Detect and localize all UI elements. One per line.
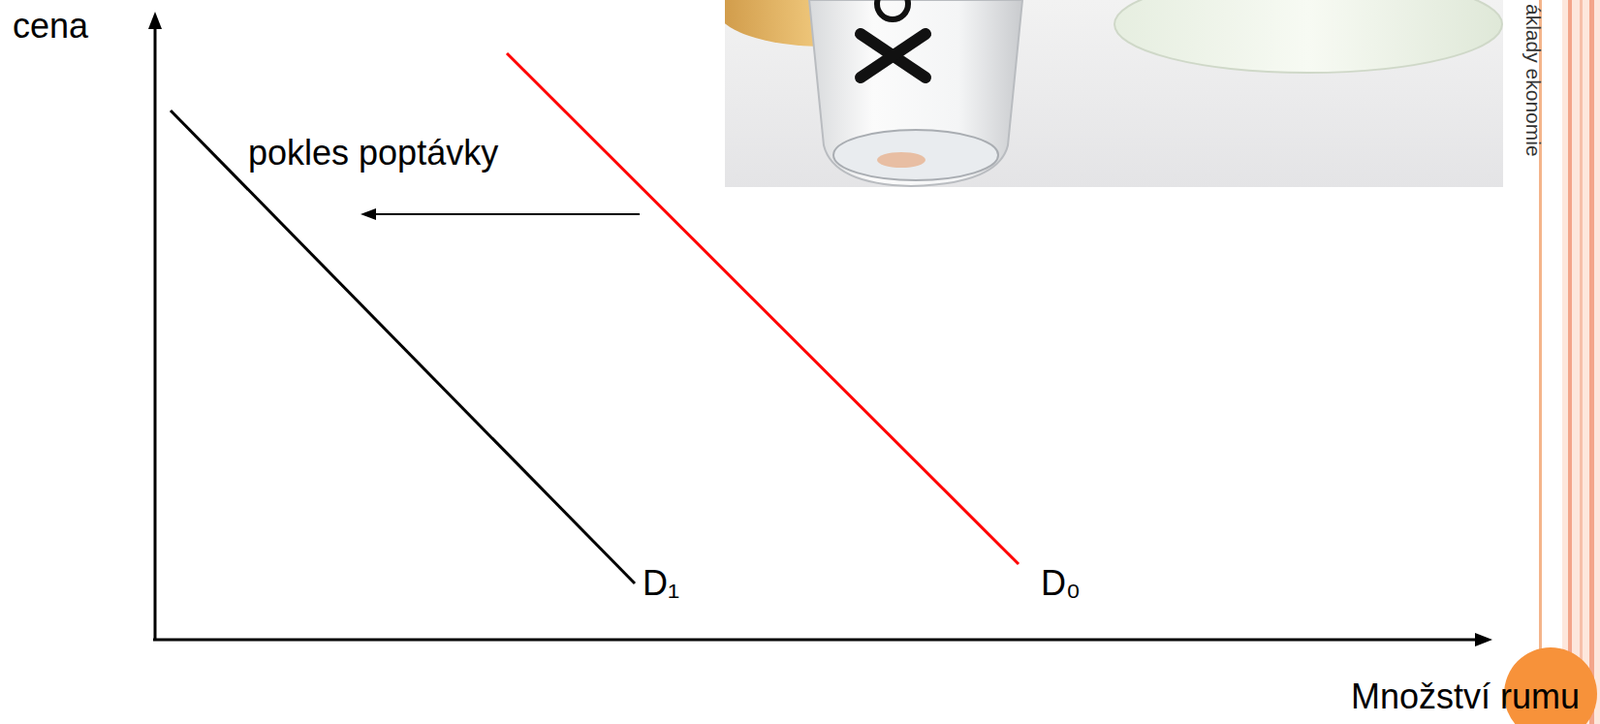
y-axis-arrowhead [148, 11, 162, 30]
axis-title-x: Množství rumu [1350, 676, 1580, 717]
x-axis-arrowhead [1474, 632, 1493, 647]
demand-curve-d1 [170, 110, 635, 584]
x-axis [153, 638, 1481, 642]
glass-reflection [877, 152, 926, 168]
photo [724, 0, 1504, 188]
demand-curve-d0 [506, 53, 1019, 565]
glass-base [833, 129, 999, 181]
axis-title-y: cena [12, 5, 89, 46]
curve-label-d0: D₀ [1040, 563, 1081, 603]
green-glass [1114, 0, 1503, 73]
shot-glass [809, 0, 1023, 187]
shift-arrow [374, 213, 640, 216]
axes [153, 23, 1481, 641]
curve-label-d1: D₁ [642, 563, 680, 603]
crossbones [860, 33, 926, 78]
y-axis [154, 23, 157, 641]
side-title: áklady ekonomie [1521, 3, 1545, 157]
shift-arrowhead [360, 208, 377, 220]
skull [877, 0, 909, 20]
side-stripes [1538, 0, 1600, 724]
shift-label: pokles poptávky [248, 132, 499, 173]
